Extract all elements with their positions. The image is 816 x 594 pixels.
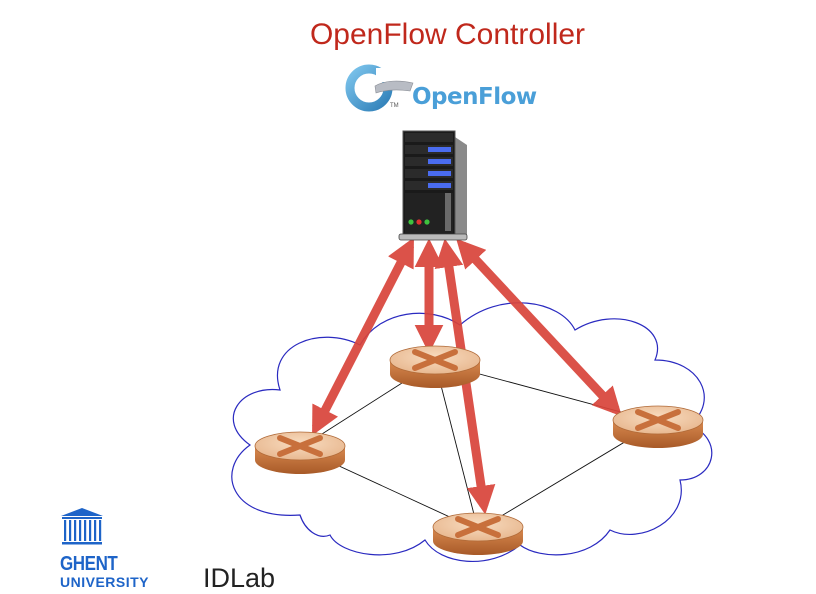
idlab-logo-text: IDLab (203, 563, 276, 593)
switch-cross-icon (412, 349, 458, 371)
openflow-logo-text: OpenFlow (412, 84, 537, 110)
switch-right (612, 405, 704, 448)
trademark-mark: TM (390, 103, 399, 109)
server-icon (398, 130, 468, 241)
arrow-controller-switch-left (311, 237, 415, 436)
ghent-university-subtitle: UNIVERSITY (60, 574, 150, 590)
openflow-diagram: OpenFlow Controller (60, 18, 713, 593)
switch-cross-icon (455, 516, 501, 538)
ghent-university-logo-icon (61, 508, 103, 545)
switch-cross-icon (277, 435, 323, 457)
switch-cross-icon (635, 409, 681, 431)
diagram-canvas (61, 64, 713, 563)
diagram-title: OpenFlow Controller (309, 18, 586, 51)
ghent-university-name: GHENT (60, 553, 118, 575)
switch-bottom (432, 512, 524, 555)
openflow-logo-icon (345, 64, 414, 112)
switch-left (254, 431, 346, 474)
arrow-controller-switch-right (456, 238, 622, 417)
switch-top (389, 345, 481, 388)
